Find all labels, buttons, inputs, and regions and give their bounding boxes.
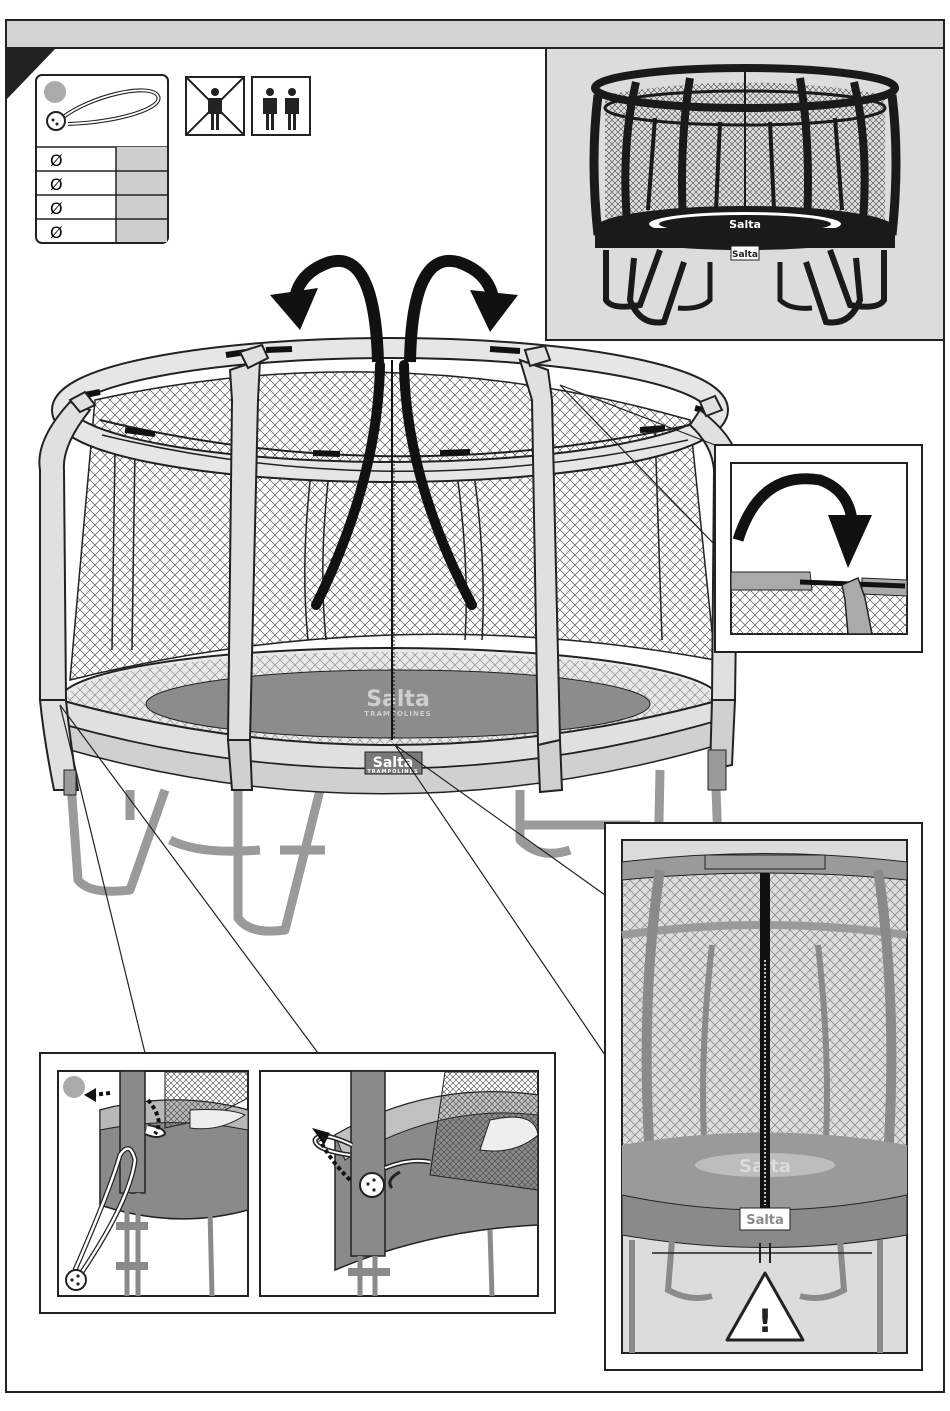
clip-detail-panel: [715, 445, 922, 652]
bungee-step-2: [260, 1071, 538, 1296]
bungee-detail-panel: [40, 1053, 555, 1313]
parts-table: Ø Ø Ø Ø: [36, 75, 168, 243]
header-bar: [6, 20, 944, 48]
diameter-symbol-2: Ø: [50, 175, 63, 194]
bungee-step-1: [58, 1071, 248, 1296]
door-skirt-logo: Salta: [746, 1213, 784, 1228]
step-1-circle: [63, 1076, 85, 1098]
door-skirt-logo-sub: TRAMPOLINES: [739, 1232, 790, 1238]
two-persons-icon: [252, 77, 310, 135]
mat-logo-sub: TRAMPOLINES: [364, 710, 431, 718]
skirt-logo-sub: TRAMPOLINES: [367, 769, 418, 775]
part-id-circle: [44, 81, 66, 103]
one-person-crossed-icon: [186, 77, 244, 135]
door-detail-panel: Salta Salta TRAMPOLINES !: [605, 823, 922, 1370]
diameter-symbol-4: Ø: [50, 223, 63, 242]
warning-exclamation: !: [758, 1302, 773, 1340]
finished-trampoline-panel: Salta Salta: [546, 48, 944, 340]
panel-skirt-logo: Salta: [732, 250, 758, 260]
diameter-symbol-3: Ø: [50, 199, 63, 218]
diameter-symbol-1: Ø: [50, 151, 63, 170]
mat-logo: Salta: [366, 687, 430, 712]
